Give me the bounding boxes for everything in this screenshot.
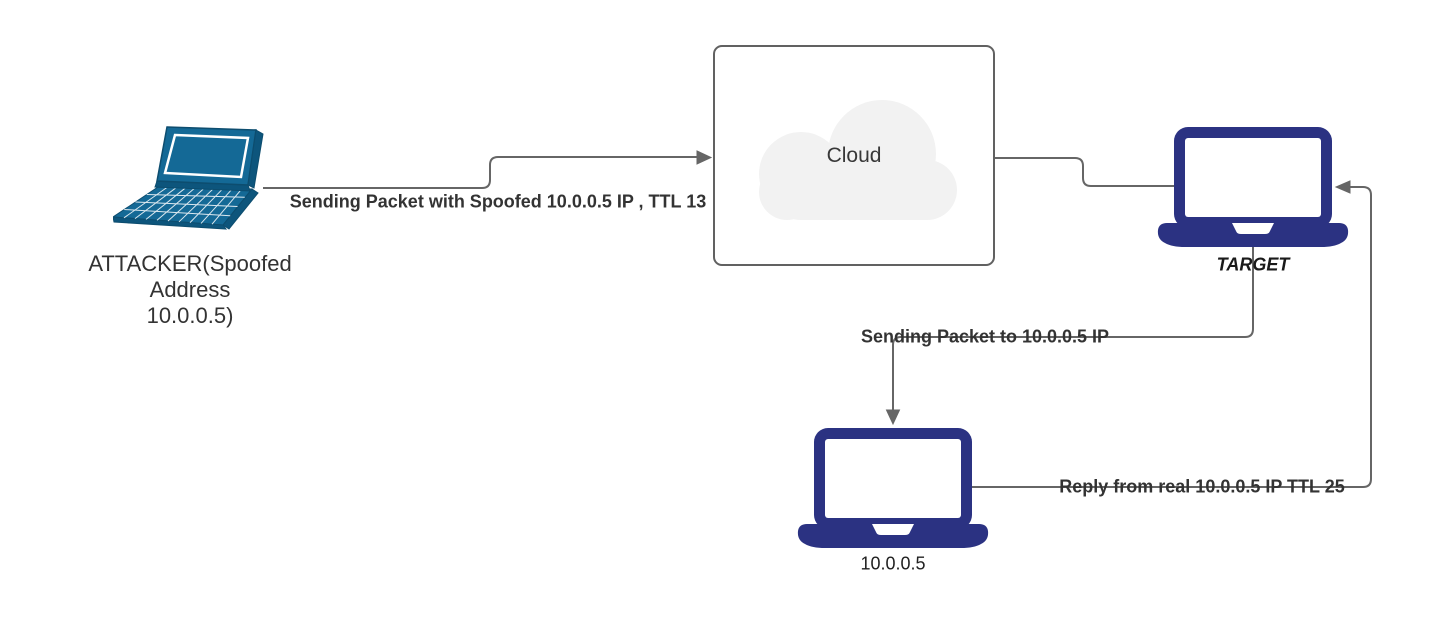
arrowhead-into-real-host xyxy=(885,409,901,426)
attacker-node xyxy=(111,126,265,230)
cloud-label: Cloud xyxy=(826,144,882,167)
attacker-label-line1: ATTACKER(Spoofed xyxy=(88,251,292,276)
target-label: TARGET xyxy=(1216,254,1290,275)
attacker-laptop-icon xyxy=(111,126,264,230)
target-laptop-icon xyxy=(1157,127,1349,247)
cloud-icon xyxy=(759,100,957,220)
real-host-label: 10.0.0.5 xyxy=(860,553,926,574)
edge-label-target-to-real-host: Sending Packet to 10.0.0.5 IP xyxy=(860,326,1110,347)
edge-target-to-real-host xyxy=(892,246,1254,410)
real-host-laptop-icon xyxy=(797,428,989,548)
edge-real-host-to-target xyxy=(972,186,1372,488)
edge-label-real-host-to-target: Reply from real 10.0.0.5 IP TTL 25 xyxy=(1059,476,1345,497)
arrowhead-into-cloud xyxy=(696,150,713,165)
edge-attacker-to-cloud xyxy=(263,156,698,189)
cloud-node: Cloud xyxy=(713,45,995,266)
arrowhead-into-target xyxy=(1334,180,1351,194)
target-node xyxy=(1157,127,1349,247)
edge-cloud-to-target xyxy=(995,157,1174,187)
real-host-node xyxy=(797,428,989,548)
edge-label-attacker-to-cloud: Sending Packet with Spoofed 10.0.0.5 IP … xyxy=(289,191,707,212)
attacker-label: ATTACKER(Spoofed Address 10.0.0.5) xyxy=(60,251,320,329)
attacker-label-line3: 10.0.0.5) xyxy=(146,303,234,328)
attacker-label-line2: Address xyxy=(149,277,231,302)
